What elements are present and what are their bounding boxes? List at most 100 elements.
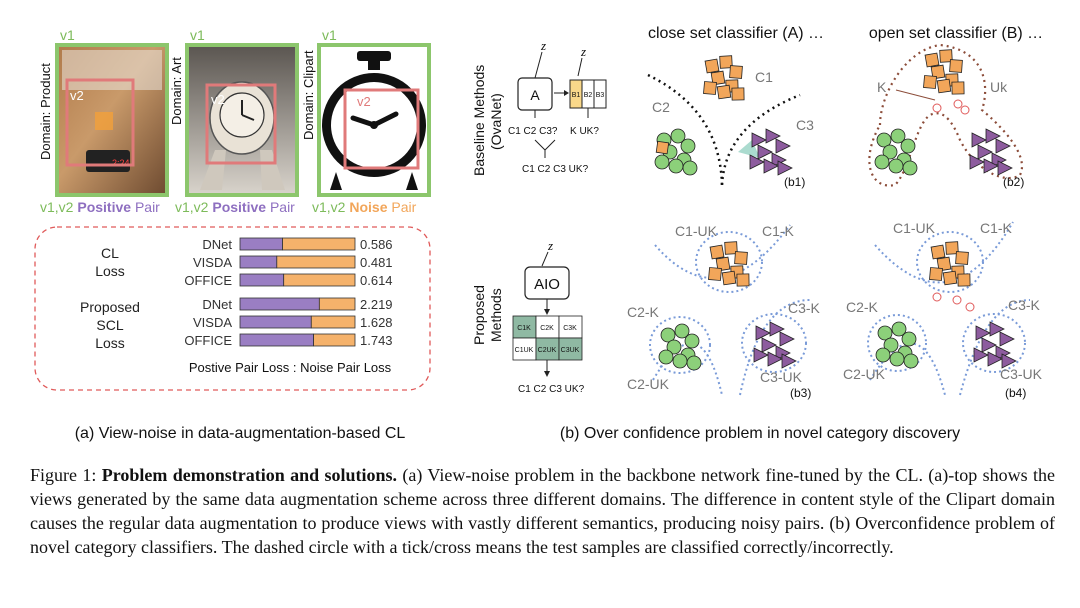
method-diagrams: Baseline Methods (OvaNet) z z A B1 B2 B3… — [471, 38, 607, 395]
loss-value: 0.481 — [360, 255, 393, 270]
class-2-point — [680, 138, 696, 154]
class-2-point — [686, 355, 702, 371]
panel-a-images: v1 2:24 v2 Domain: Product v1 v2 Domain:… — [38, 27, 431, 215]
subplot-tag-b3: (b3) — [790, 386, 811, 400]
aio-cell: C1K — [517, 325, 531, 332]
class-2-point — [654, 154, 670, 170]
classifier-b-cell: B3 — [596, 92, 605, 99]
loss-value: 0.586 — [360, 237, 393, 252]
figure-caption: Figure 1: Problem demonstration and solu… — [30, 463, 1055, 559]
positive-loss-bar — [239, 255, 278, 269]
class-3-point — [995, 138, 1011, 154]
class-3-point — [775, 138, 791, 154]
class-2-point — [888, 158, 904, 174]
class-1-point — [729, 65, 743, 79]
scl-loss-label: Loss — [95, 335, 125, 351]
class-3-point — [987, 351, 1003, 367]
view-label-v1: v1 — [322, 27, 337, 43]
crop-v2 — [343, 88, 420, 170]
class-1-point — [936, 256, 952, 272]
class-3-point — [763, 158, 779, 174]
class-3-point — [751, 132, 767, 148]
class-1-point — [734, 251, 748, 265]
class-2-point — [882, 144, 898, 160]
scatter-b1: C1 C2 C3 (b1) — [647, 55, 814, 189]
class-2-point — [903, 353, 919, 369]
class-2-point — [672, 353, 688, 369]
class-2-point — [890, 128, 906, 144]
pair-label-art: v1,v2 Positive Pair — [175, 199, 295, 215]
clock-display: 2:24 — [112, 158, 130, 168]
class-1-point — [942, 270, 958, 286]
proposed-methods-label: Proposed — [471, 285, 487, 345]
domain-label-product: Domain: Product — [38, 63, 53, 160]
class-1-point — [716, 84, 732, 100]
class-3-point — [985, 128, 1001, 144]
class-3-point — [999, 331, 1015, 347]
subplot-tag-b1: (b1) — [784, 175, 805, 189]
class-1-point — [703, 81, 717, 95]
class-1-point — [929, 267, 943, 281]
class-2-point — [666, 339, 682, 355]
class-1-point — [736, 273, 750, 287]
class-3-point — [1001, 353, 1017, 369]
class-1-point — [945, 241, 959, 255]
positive-loss-bar — [239, 297, 320, 311]
class-1-point — [936, 78, 952, 94]
noise-loss-bar — [283, 273, 356, 287]
aio-cell: C3K — [563, 325, 577, 332]
loss-bar-dataset: DNet — [202, 237, 232, 252]
baseline-final-output: C1 C2 C3 UK? — [522, 164, 589, 175]
subplot-tag-b2: (b2) — [1003, 175, 1024, 189]
scl-loss-label: SCL — [96, 317, 123, 333]
cl-loss-label: CL — [101, 245, 119, 261]
class-3-point — [983, 158, 999, 174]
class-3-point — [765, 128, 781, 144]
class-3-point — [769, 321, 785, 337]
class-3-point — [767, 351, 783, 367]
class-2-point — [876, 132, 892, 148]
class-1-point — [709, 244, 725, 260]
figure-1: v1 2:24 v2 Domain: Product v1 v2 Domain:… — [34, 25, 1043, 442]
view-label-v1: v1 — [190, 27, 205, 43]
aio-label: AIO — [534, 276, 560, 293]
class-3-point — [749, 154, 765, 170]
noise-loss-bar — [313, 333, 356, 347]
class-label-c1: C1 — [755, 69, 773, 85]
baseline-output-b: K UK? — [570, 126, 599, 137]
class-2-point — [684, 333, 700, 349]
domain-label-art: Domain: Art — [169, 57, 184, 125]
scatter-b2: K Uk (b2) — [868, 43, 1024, 189]
positive-loss-bar — [239, 333, 314, 347]
class-1-point — [949, 59, 963, 73]
pair-label-clipart: v1,v2 Noise Pair — [312, 199, 417, 215]
figure-caption-title: Problem demonstration and solutions. — [101, 465, 398, 485]
region-label-c1-uk: C1-UK — [893, 220, 936, 236]
class-3-point — [779, 331, 795, 347]
region-label-c3-k: C3-K — [788, 300, 821, 316]
region-label-c3-uk: C3-UK — [760, 369, 803, 385]
class-2-point — [901, 331, 917, 347]
aio-output: C1 C2 C3 UK? — [518, 384, 585, 395]
class-3-point — [981, 337, 997, 353]
noise-loss-bar — [318, 297, 356, 311]
class-1-point — [708, 267, 722, 281]
unknown-label: Uk — [990, 79, 1008, 95]
loss-bar-dataset: OFFICE — [184, 333, 232, 348]
class-1-point — [719, 55, 733, 69]
loss-box-footer: Postive Pair Loss : Noise Pair Loss — [189, 360, 392, 375]
class-3-point — [977, 144, 993, 160]
loss-value: 1.743 — [360, 333, 393, 348]
class-3-point — [753, 347, 769, 363]
region-label-c1-uk: C1-UK — [675, 223, 718, 239]
class-3-point — [777, 160, 793, 176]
class-3-point — [781, 353, 797, 369]
class-1-point — [731, 87, 745, 101]
loss-bar-dataset: DNet — [202, 297, 232, 312]
latent-z: z — [540, 38, 546, 53]
class-2-point — [891, 321, 907, 337]
cl-loss-label: Loss — [95, 263, 125, 279]
class-2-point — [875, 347, 891, 363]
class-1-point — [955, 251, 969, 265]
